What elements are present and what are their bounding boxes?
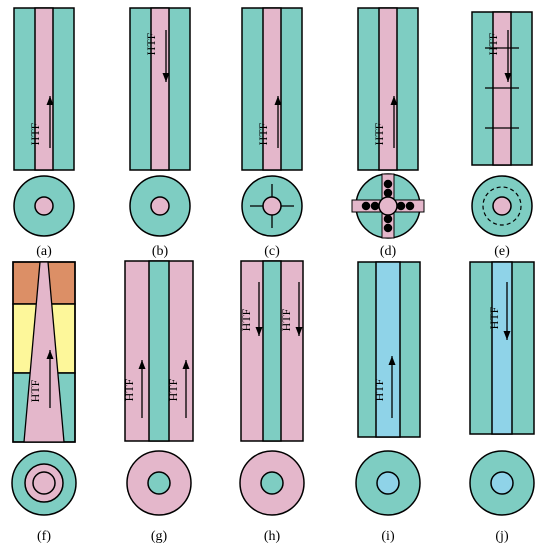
flow-left-arrow-head xyxy=(138,360,146,369)
cross-section-core xyxy=(32,471,56,495)
cross-section-core xyxy=(376,471,400,495)
panel-caption: (c) xyxy=(264,244,280,259)
tapered-inner-tube xyxy=(23,261,65,443)
bead xyxy=(383,214,393,224)
cross-section-core xyxy=(147,471,171,495)
cross-section-core xyxy=(34,196,54,216)
dashed-ring xyxy=(482,186,522,226)
cross-section-core xyxy=(150,196,170,216)
flow-label: HTF xyxy=(144,32,158,55)
flow-arrow-head xyxy=(503,331,511,340)
cross-section-core xyxy=(492,196,512,216)
center-tube xyxy=(262,260,282,442)
flow-label: HTF xyxy=(28,122,42,145)
flow-arrow-head xyxy=(388,356,396,365)
flow-left-arrow-head xyxy=(255,327,263,336)
flow-left-label: HTF xyxy=(239,308,253,331)
cross-section-core xyxy=(490,471,514,495)
flow-arrow-head xyxy=(46,96,54,105)
panel-caption: (d) xyxy=(380,244,397,259)
inner-tube xyxy=(150,7,170,171)
flow-arrow-head xyxy=(504,73,512,82)
inner-tube xyxy=(34,7,54,171)
bead xyxy=(405,201,415,211)
inner-tube xyxy=(491,261,513,435)
center-tube xyxy=(148,260,170,442)
flow-label: HTF xyxy=(372,378,386,401)
flow-arrow-head xyxy=(274,96,282,105)
panel-caption: (h) xyxy=(264,529,281,544)
inner-tube xyxy=(262,7,282,171)
panel-caption: (a) xyxy=(36,244,52,259)
flow-arrow-head xyxy=(46,350,54,359)
panel-caption: (j) xyxy=(495,529,509,544)
flow-label: HTF xyxy=(28,379,42,402)
bead xyxy=(370,201,380,211)
panel-caption: (g) xyxy=(151,529,168,544)
flow-label: HTF xyxy=(372,122,386,145)
bead xyxy=(383,188,393,198)
flow-arrow-head xyxy=(390,96,398,105)
flow-label: HTF xyxy=(487,306,501,329)
bead xyxy=(383,179,393,189)
bead xyxy=(383,223,393,233)
cross-section-core xyxy=(260,471,284,495)
bead xyxy=(361,201,371,211)
panel-caption: (i) xyxy=(381,529,395,544)
flow-right-label: HTF xyxy=(279,308,293,331)
flow-label: HTF xyxy=(256,122,270,145)
flow-arrow-head xyxy=(162,73,170,82)
panel-caption: (f) xyxy=(37,529,51,544)
inner-tube xyxy=(375,261,401,438)
flow-label: HTF xyxy=(486,32,500,55)
cross-section-core xyxy=(262,196,282,216)
bead xyxy=(396,201,406,211)
panel-caption: (b) xyxy=(152,244,169,259)
flow-right-label: HTF xyxy=(166,378,180,401)
panel-caption: (e) xyxy=(494,244,510,259)
flow-right-arrow-head xyxy=(295,327,303,336)
flow-right-arrow-head xyxy=(182,360,190,369)
flow-left-label: HTF xyxy=(122,378,136,401)
cross-section-core xyxy=(378,196,398,216)
inner-tube xyxy=(378,7,398,171)
